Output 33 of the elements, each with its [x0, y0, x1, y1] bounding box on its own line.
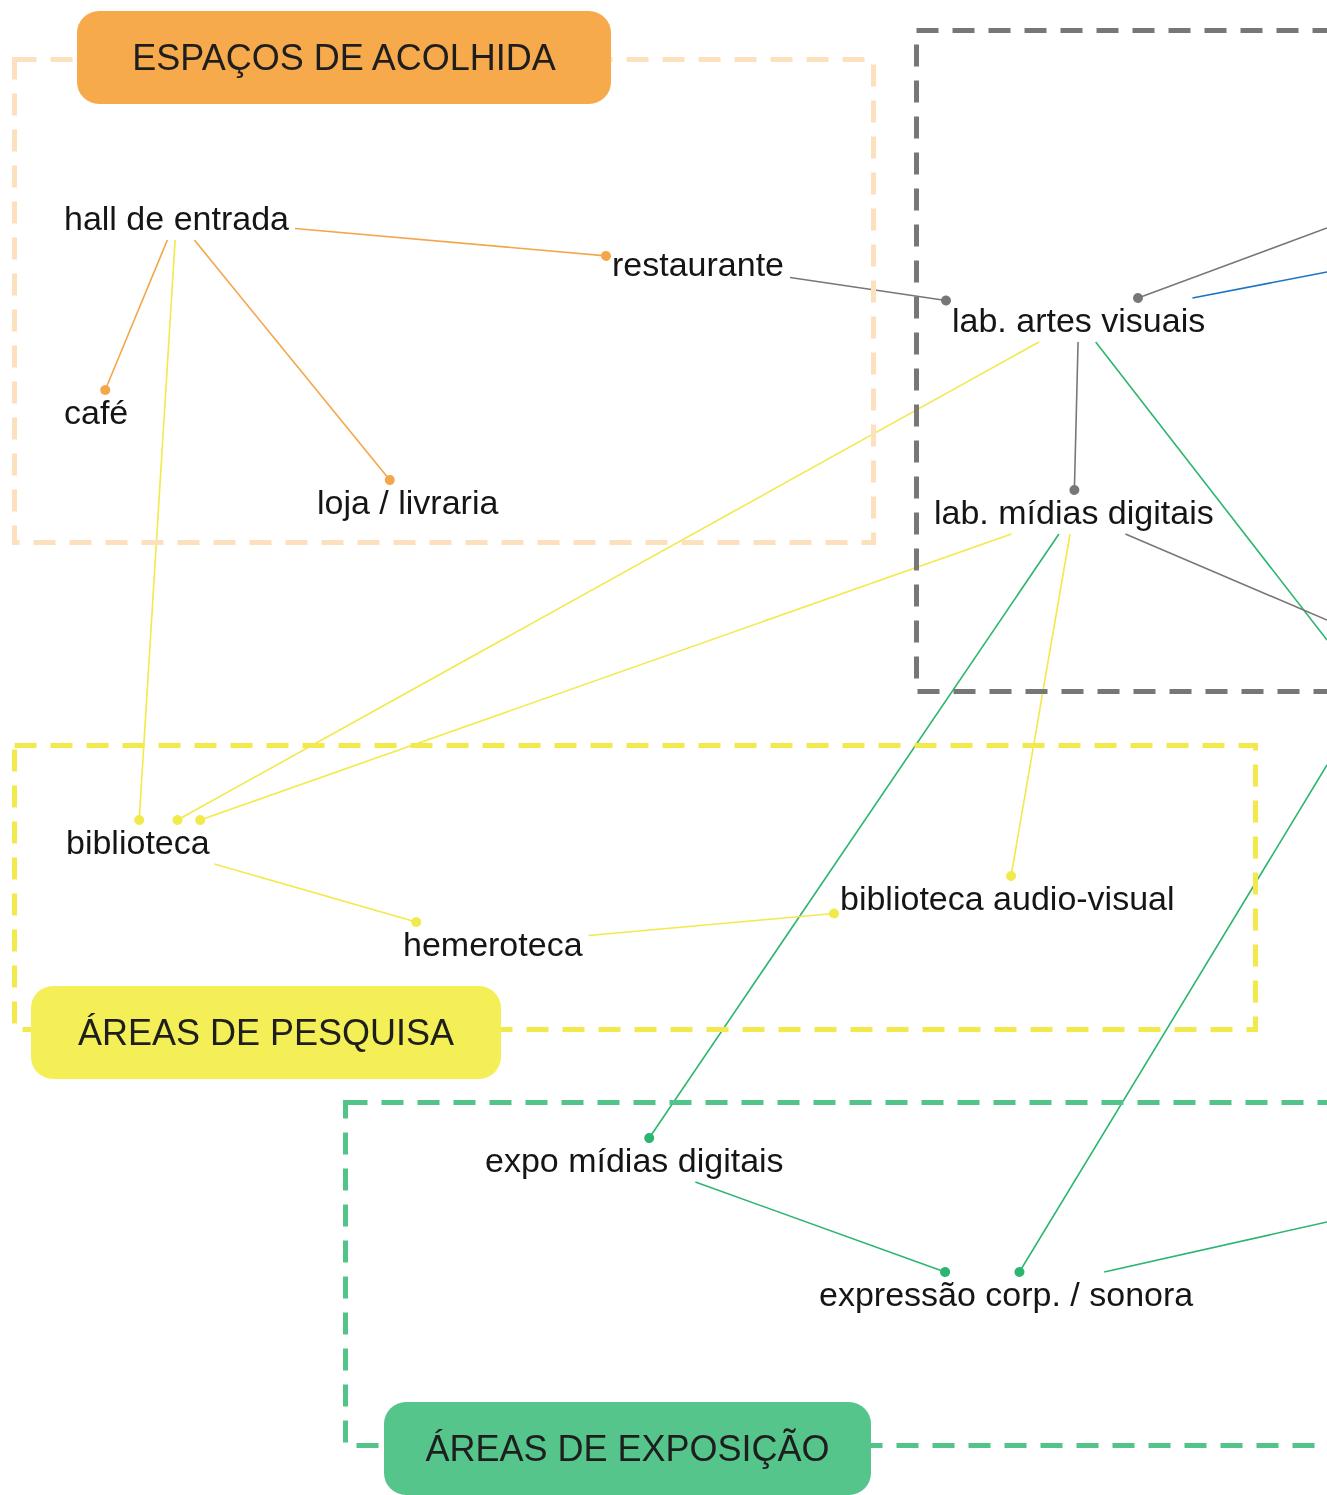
connector-line	[1103, 1221, 1327, 1273]
area-label: biblioteca	[60, 820, 216, 864]
connector-line	[1191, 271, 1327, 299]
area-label: lab. mídias digitais	[928, 490, 1220, 534]
connector-line	[1014, 764, 1327, 1277]
connector-line	[789, 276, 951, 306]
connector-line	[294, 227, 611, 261]
connector-line	[1069, 341, 1080, 495]
connector-line	[195, 533, 1013, 825]
connector-line	[1006, 533, 1071, 881]
group-heading: ÁREAS DE PESQUISA	[31, 986, 501, 1079]
connector-line	[134, 239, 176, 825]
area-label: restaurante	[606, 242, 790, 286]
connector-line	[172, 341, 1040, 825]
connector-line	[100, 239, 169, 395]
area-label: expo mídias digitais	[479, 1138, 790, 1182]
group-heading: ÁREAS DE EXPOSIÇÃO	[384, 1402, 871, 1495]
area-label: hall de entrada	[58, 196, 295, 240]
connector-line	[1124, 533, 1327, 621]
area-label: hemeroteca	[397, 922, 589, 966]
area-label: lab. artes visuais	[946, 298, 1212, 342]
group-heading: ESPAÇOS DE ACOLHIDA	[77, 11, 611, 104]
connector-line	[213, 863, 422, 927]
area-label: expressão corp. / sonora	[813, 1272, 1200, 1316]
area-label: café	[58, 390, 135, 434]
area-label: biblioteca audio-visual	[834, 876, 1181, 920]
connector-line	[587, 908, 839, 937]
connector-line	[1133, 227, 1327, 303]
area-label: loja / livraria	[311, 480, 505, 524]
connector-line	[193, 239, 395, 485]
connector-line	[694, 1181, 951, 1277]
connector-line	[1094, 341, 1327, 641]
connector-line	[644, 533, 1060, 1143]
